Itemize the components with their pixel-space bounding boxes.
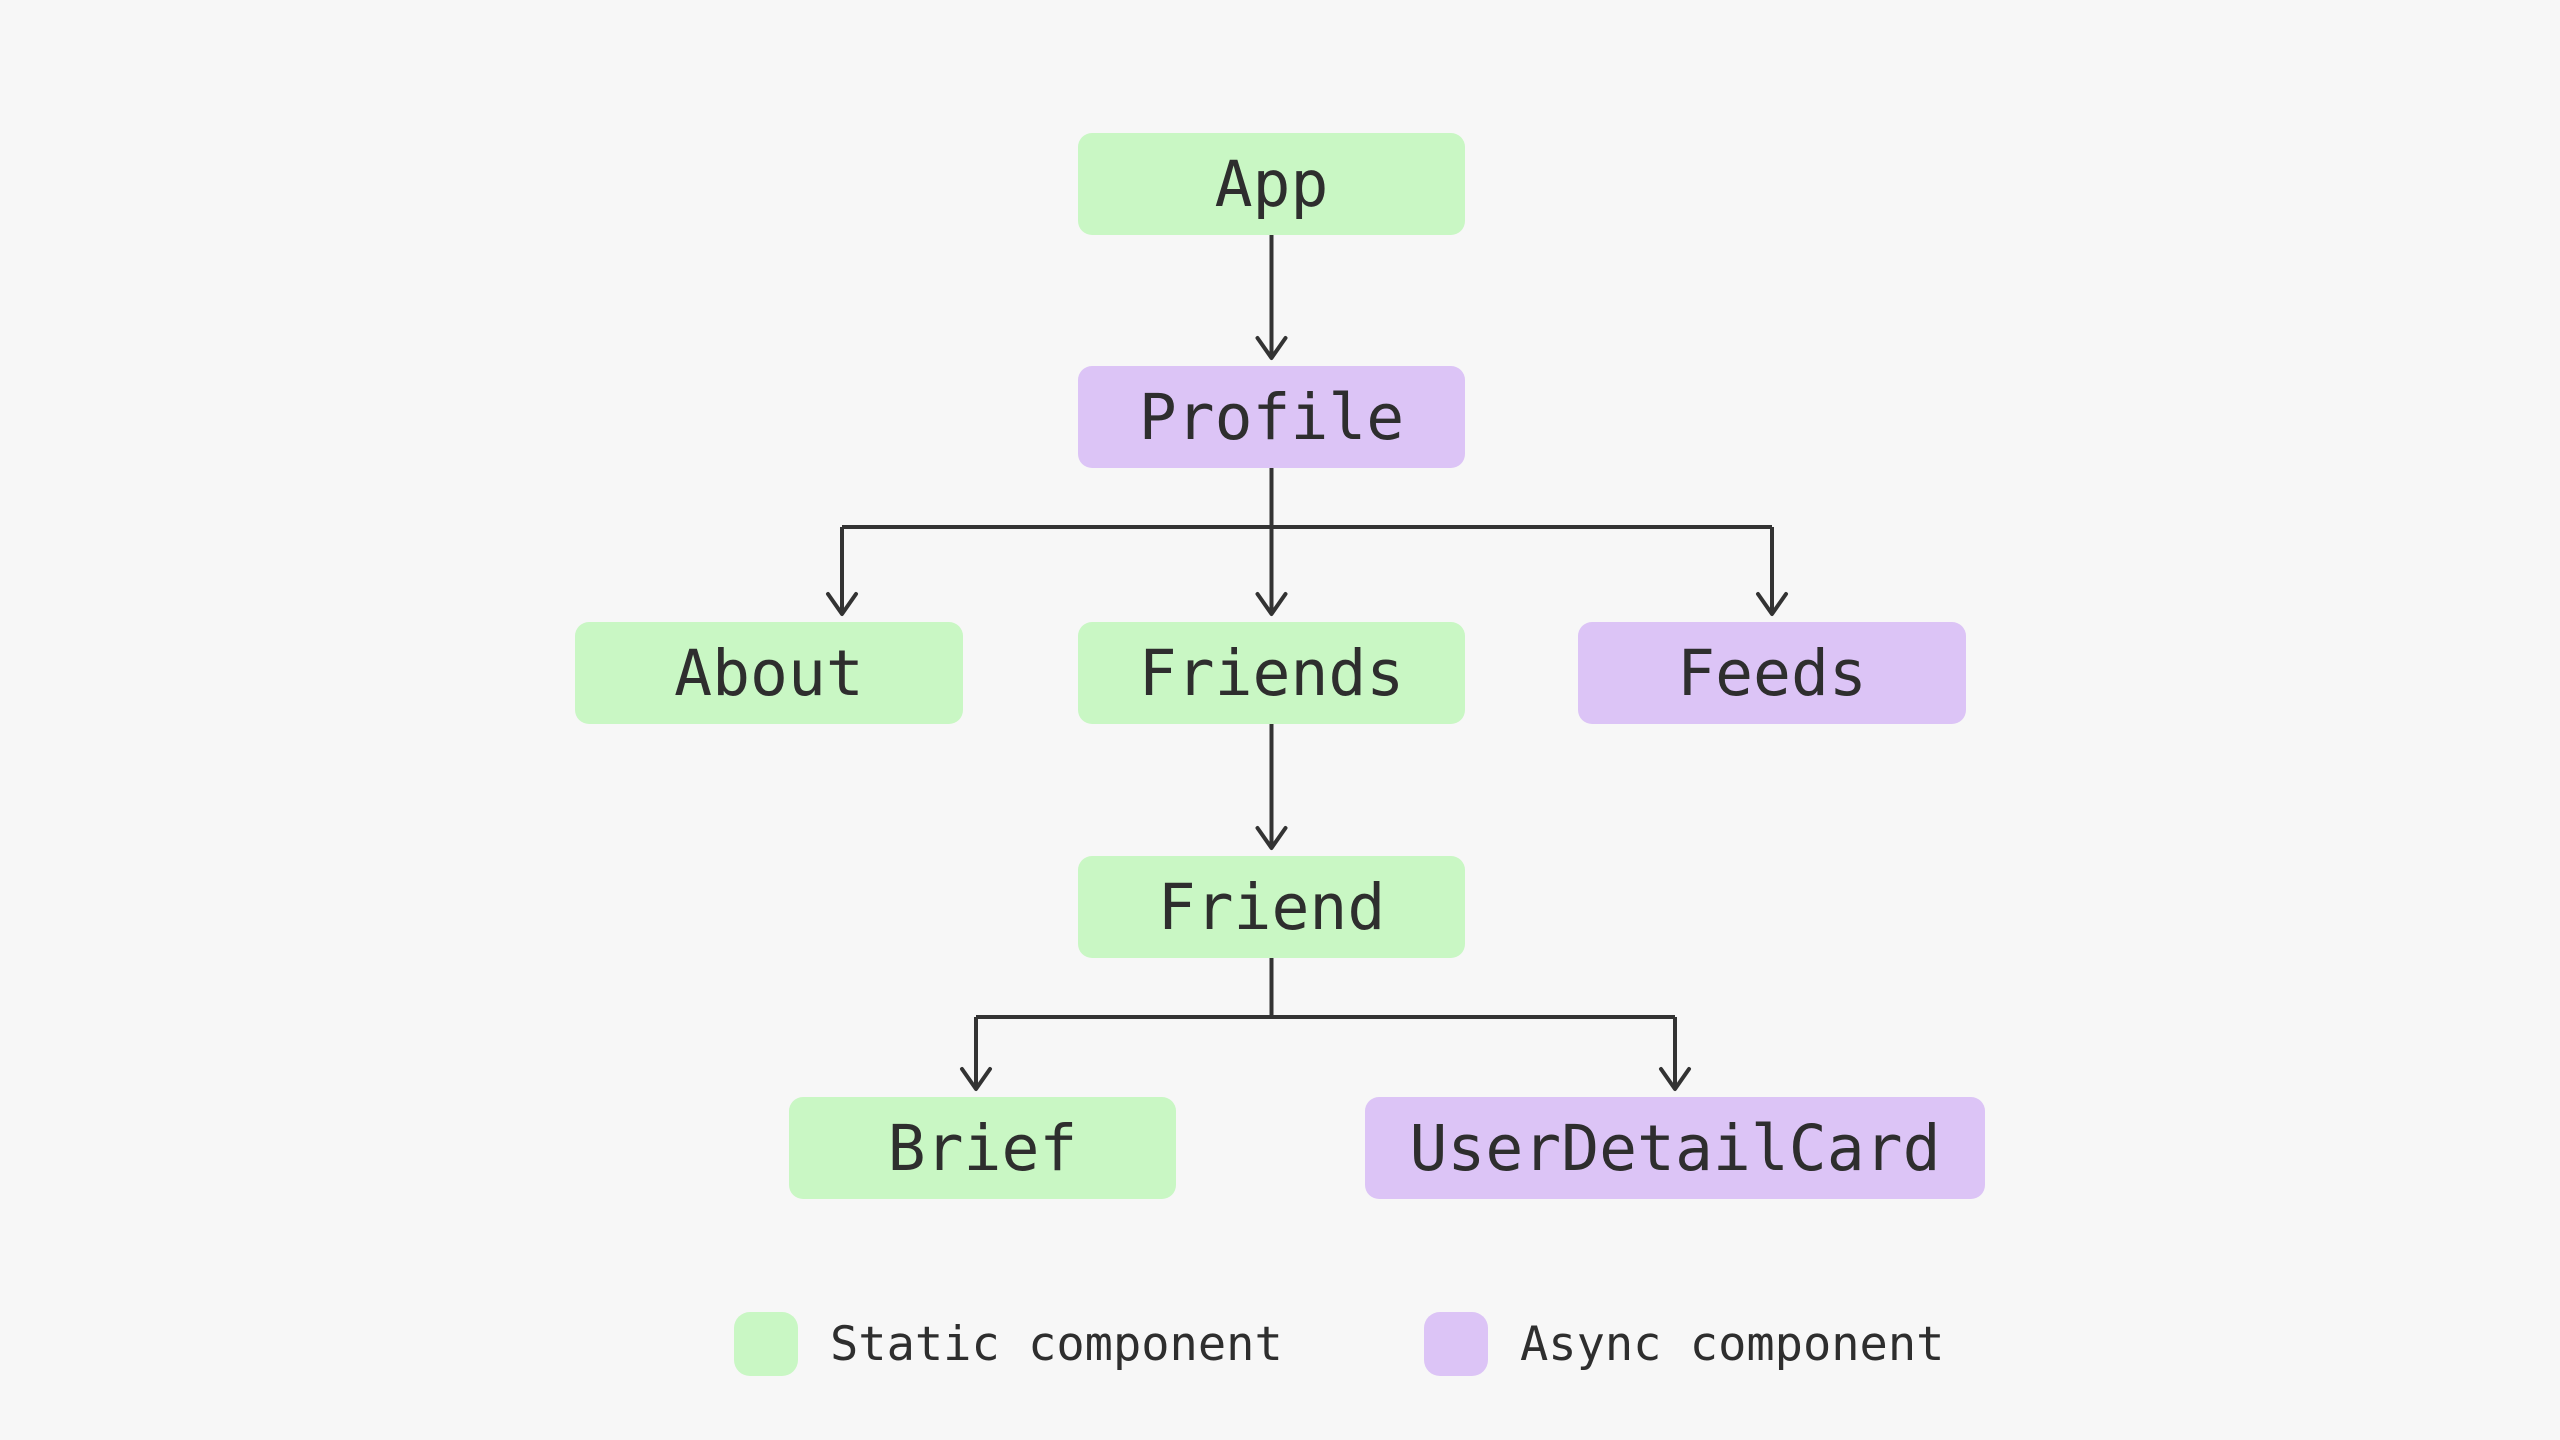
node-friend-label: Friend <box>1157 870 1386 944</box>
node-profile-label: Profile <box>1138 380 1405 454</box>
async-component-swatch-icon <box>1424 1312 1488 1376</box>
node-feeds: Feeds <box>1578 622 1966 724</box>
node-friends: Friends <box>1078 622 1465 724</box>
legend-static-label: Static component <box>830 1316 1283 1372</box>
node-friends-label: Friends <box>1138 636 1405 710</box>
node-about: About <box>575 622 963 724</box>
node-friend: Friend <box>1078 856 1465 958</box>
static-component-swatch-icon <box>734 1312 798 1376</box>
node-brief-label: Brief <box>887 1111 1078 1185</box>
node-userdetailcard: UserDetailCard <box>1365 1097 1985 1199</box>
node-brief: Brief <box>789 1097 1176 1199</box>
node-app-label: App <box>1214 147 1329 221</box>
legend-async-label: Async component <box>1520 1316 1945 1372</box>
node-feeds-label: Feeds <box>1677 636 1867 710</box>
node-app: App <box>1078 133 1465 235</box>
legend-item-async: Async component <box>1424 1312 1944 1376</box>
node-profile: Profile <box>1078 366 1465 468</box>
node-about-label: About <box>674 636 864 710</box>
node-userdetailcard-label: UserDetailCard <box>1409 1111 1941 1185</box>
legend-item-static: Static component <box>734 1312 1283 1376</box>
